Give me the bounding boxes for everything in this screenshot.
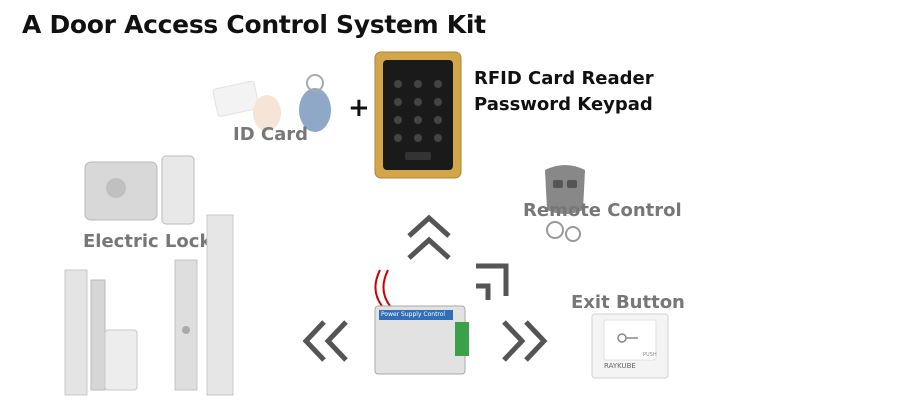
remote-label: Remote Control	[523, 200, 682, 221]
exit-button-label: Exit Button	[571, 292, 685, 313]
power-supply-image	[374, 269, 469, 375]
exit-button-brand: RAYKUBE	[604, 362, 636, 370]
id-card-label: ID Card	[233, 124, 309, 145]
reader-label-line1: RFID Card Reader	[474, 68, 654, 89]
plus-sign: +	[348, 93, 370, 123]
exit-button-push: PUSH	[643, 352, 657, 358]
power-supply-label: Power Supply Control	[381, 311, 446, 318]
electric-lock-image	[84, 155, 195, 225]
left-arrow-icon	[302, 320, 348, 362]
up-arrow-icon	[407, 214, 451, 260]
electric-lock-label: Electric Lock	[83, 231, 212, 252]
mag-lock-image	[64, 214, 234, 396]
up-right-arrow-icon	[476, 263, 509, 300]
reader-label-line2: Password Keypad	[474, 94, 653, 115]
remote-control-image	[545, 165, 585, 242]
right-arrow-icon	[502, 320, 548, 362]
id-card-image	[212, 74, 331, 132]
page-title: A Door Access Control System Kit	[22, 10, 486, 39]
rfid-keypad-image	[374, 51, 462, 179]
exit-button-image	[591, 313, 669, 379]
